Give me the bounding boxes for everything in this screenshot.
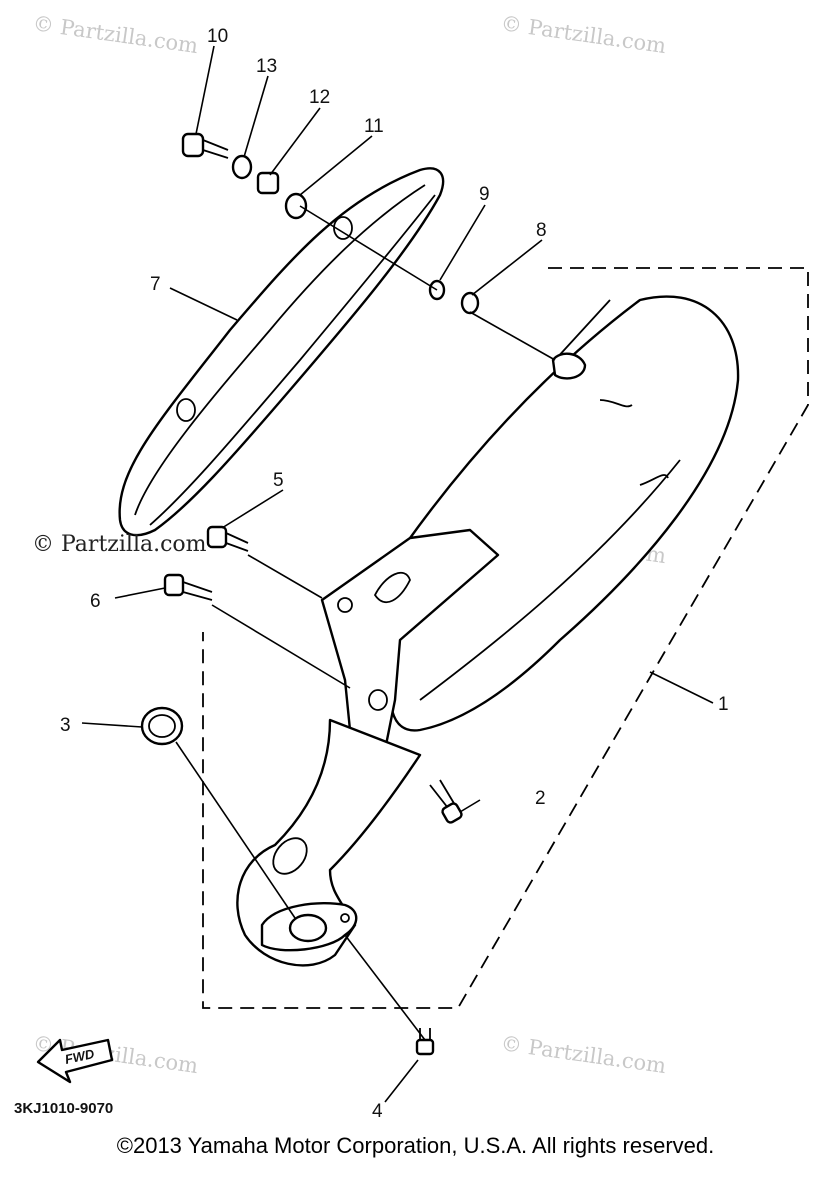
copyright-footer: ©2013 Yamaha Motor Corporation, U.S.A. A… <box>116 1133 715 1158</box>
callout-3: 3 <box>60 715 71 736</box>
muffler-assembly <box>236 295 740 967</box>
watermark: © Partzilla.com <box>31 11 199 58</box>
diagram-code: 3KJ1010-9070 <box>14 1100 113 1117</box>
callout-8: 8 <box>536 220 547 241</box>
leader-lines <box>81 45 714 1103</box>
washer-13 <box>231 154 253 180</box>
gasket-3 <box>140 706 184 746</box>
grommet-11 <box>284 192 308 220</box>
callout-13: 13 <box>256 56 277 77</box>
callout-4: 4 <box>372 1101 383 1122</box>
fwd-arrow-icon: FWD <box>36 1038 114 1084</box>
collar-12 <box>256 171 280 195</box>
callout-10: 10 <box>207 26 228 47</box>
washer-8 <box>460 291 480 315</box>
callout-5: 5 <box>273 470 284 491</box>
callout-6: 6 <box>90 591 101 612</box>
callout-12: 12 <box>309 87 330 108</box>
callout-1: 1 <box>718 694 729 715</box>
assembly-boundary <box>202 267 809 1009</box>
heat-shield <box>118 167 445 537</box>
watermark-dark: © Partzilla.com <box>32 532 207 557</box>
watermark: © Partzilla.com <box>499 1031 667 1078</box>
watermark: © Partzilla.com <box>499 11 667 58</box>
bolt-6 <box>163 573 213 601</box>
callout-2: 2 <box>535 788 546 809</box>
bolt-5 <box>206 525 249 552</box>
callout-7: 7 <box>150 274 161 295</box>
bolt-10 <box>181 132 229 159</box>
screw-2 <box>429 779 463 824</box>
callout-11: 11 <box>364 116 384 137</box>
fwd-label: FWD <box>64 1046 97 1067</box>
callout-9: 9 <box>479 184 490 205</box>
gasket-3-inner <box>148 714 176 738</box>
